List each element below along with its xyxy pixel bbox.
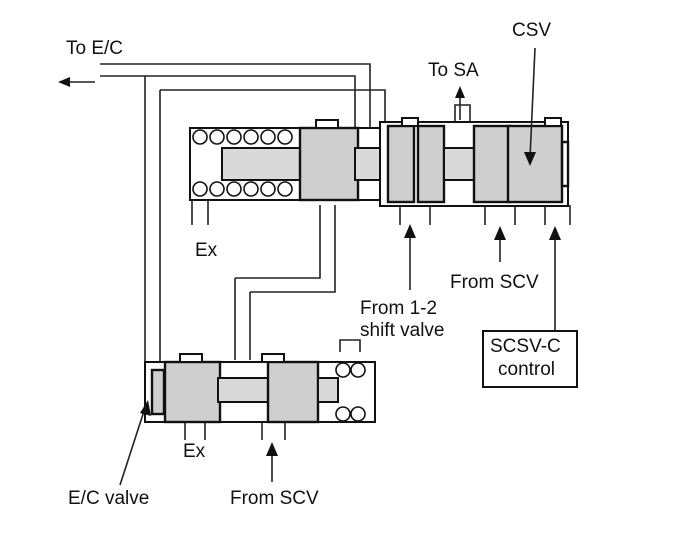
label-csv: CSV [512,20,552,41]
label-from-12-line2: shift valve [360,320,445,341]
fluid-passages [100,63,571,440]
label-ex-lower: Ex [183,441,206,462]
scsv-c-control-box: SCSV-C control [482,330,578,388]
label-from-12-line1: From 1-2 [360,298,438,319]
csv-valve [379,117,570,207]
upper-valve [189,119,389,202]
label-from-scv-lower: From SCV [230,488,319,509]
upper-spring [192,129,293,197]
flow-arrows [58,47,561,486]
label-from-scv-upper: From SCV [450,272,539,293]
label-ex-upper: Ex [195,240,218,261]
label-scsv-line2: control [498,359,556,380]
ec-valve [144,353,376,424]
lower-spring [335,362,366,422]
label-to-sa: To SA [428,60,479,81]
label-ec-valve: E/C valve [68,488,150,509]
label-to-ec: To E/C [66,38,124,59]
label-scsv-line1: SCSV-C [490,336,561,357]
